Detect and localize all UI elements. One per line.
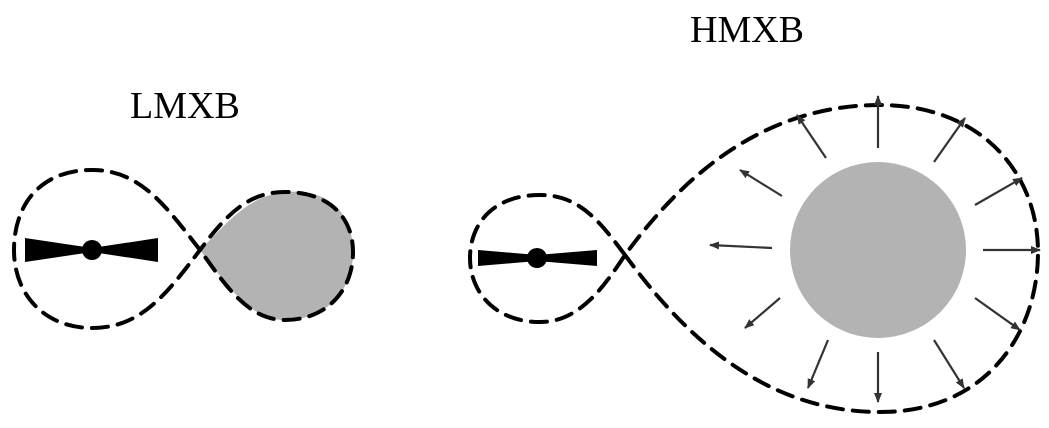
lmxb-label: LMXB — [130, 85, 240, 127]
hmxb-roche-lobes — [467, 102, 1041, 415]
wind-arrow — [974, 177, 1023, 206]
hmxb-compact-object — [527, 248, 547, 268]
hmxb-label: HMXB — [690, 9, 804, 51]
wind-arrow — [933, 339, 965, 389]
lmxb-roche-lobes — [11, 167, 356, 331]
wind-arrow — [933, 117, 966, 163]
wind-arrow — [974, 297, 1021, 331]
lmxb-compact-object — [82, 240, 102, 260]
wind-arrow — [806, 339, 830, 389]
lmxb-system: LMXB — [11, 85, 356, 331]
wind-arrow — [796, 114, 827, 159]
hmxb-companion-star — [790, 162, 966, 338]
wind-arrow — [709, 241, 773, 250]
stellar-wind-arrows — [709, 95, 1041, 403]
wind-arrow — [744, 297, 781, 329]
lmxb-companion-star — [200, 191, 353, 320]
hmxb-system: HMXB — [467, 9, 1041, 415]
wind-arrow — [739, 169, 783, 197]
